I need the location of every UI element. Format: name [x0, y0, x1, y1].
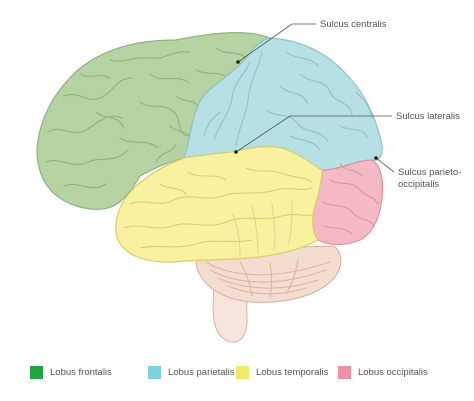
parieto-occipital-marker	[374, 156, 378, 160]
legend-label-temporal: Lobus temporalis	[256, 366, 329, 378]
parieto-occipital-label-line2: occipitalis	[398, 179, 439, 190]
legend-item-temporal: Lobus temporalis	[236, 364, 328, 380]
central-sulcus-leader	[237, 23, 293, 63]
frontal-lobe	[36, 32, 271, 210]
legend-swatch-frontal	[30, 365, 43, 379]
legend: Lobus frontalis Lobus parietalis Lobus t…	[0, 356, 474, 386]
temporal-lobe	[115, 146, 323, 263]
legend-item-frontal: Lobus frontalis	[30, 364, 112, 380]
legend-item-occipital: Lobus occipitalis	[338, 364, 428, 380]
legend-swatch-occipital	[338, 365, 351, 379]
central-sulcus-label: Sulcus centralis	[320, 19, 387, 30]
occipital-lobe	[312, 159, 384, 246]
legend-swatch-parietal	[148, 365, 161, 379]
legend-label-parietal: Lobus parietalis	[168, 366, 235, 378]
legend-label-frontal: Lobus frontalis	[50, 366, 112, 378]
lateral-sulcus-leader	[235, 115, 291, 153]
cerebellum	[195, 245, 342, 303]
lateral-sulcus-marker	[234, 150, 238, 154]
parietal-lobe	[183, 37, 383, 171]
legend-item-parietal: Lobus parietalis	[148, 364, 235, 380]
lateral-sulcus-label: Sulcus lateralis	[396, 111, 460, 122]
legend-swatch-temporal	[236, 365, 249, 379]
legend-label-occipital: Lobus occipitalis	[358, 366, 428, 378]
parieto-occipital-leader	[375, 157, 395, 173]
central-sulcus-marker	[236, 60, 240, 64]
parieto-occipital-label-line1: Sulcus parieto-	[398, 167, 461, 178]
